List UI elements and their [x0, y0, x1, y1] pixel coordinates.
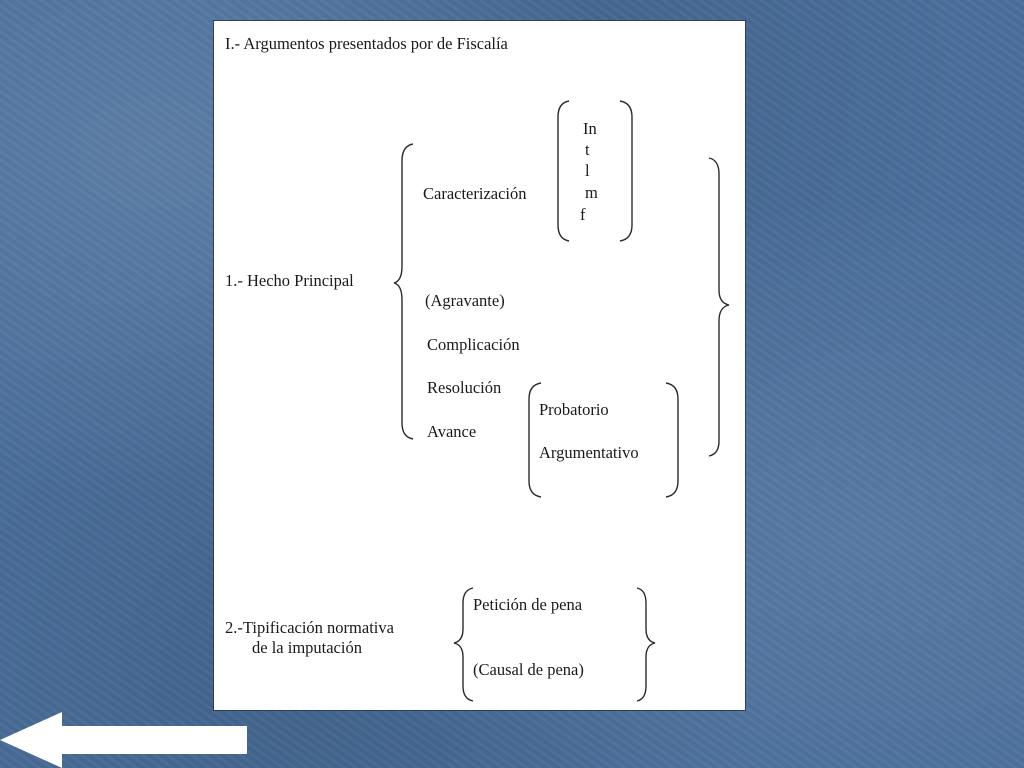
caracterizacion-label: Caracterización: [423, 184, 527, 203]
causal-label: (Causal de pena): [473, 660, 584, 679]
argument-diagram: I.- Argumentos presentados por de Fiscal…: [225, 34, 730, 702]
argumentativo-label: Argumentativo: [539, 443, 639, 462]
stacked-letter-5: f: [580, 205, 586, 224]
tipificacion-right-brace: [636, 587, 656, 702]
probatorio-label: Probatorio: [539, 400, 609, 419]
agravante-label: (Agravante): [425, 291, 505, 310]
letters-right-brace: [619, 100, 633, 242]
tipificacion-label-line2: de la imputación: [252, 638, 362, 657]
back-arrow-shape[interactable]: [0, 712, 247, 768]
hecho-principal-label: 1.- Hecho Principal: [225, 271, 354, 290]
avance-label: Avance: [427, 422, 476, 441]
left-arrow-icon[interactable]: [0, 712, 250, 768]
avance-right-brace: [665, 382, 679, 498]
slide-heading: I.- Argumentos presentados por de Fiscal…: [225, 34, 509, 53]
stacked-letter-1: In: [583, 119, 597, 138]
stacked-letter-3: l: [585, 161, 590, 180]
peticion-label: Petición de pena: [473, 595, 583, 614]
slide-content: I.- Argumentos presentados por de Fiscal…: [213, 20, 746, 711]
avance-left-brace: [528, 382, 542, 498]
stacked-letter-4: m: [585, 183, 598, 202]
hecho-principal-brace: [393, 143, 414, 440]
tipificacion-left-brace: [453, 587, 474, 702]
complicacion-label: Complicación: [427, 335, 520, 354]
tipificacion-label-line1: 2.-Tipificación normativa: [225, 618, 395, 637]
letters-left-brace: [557, 100, 570, 242]
stacked-letter-2: t: [585, 140, 590, 159]
resolucion-label: Resolución: [427, 378, 501, 397]
hecho-principal-right-brace: [708, 157, 730, 457]
